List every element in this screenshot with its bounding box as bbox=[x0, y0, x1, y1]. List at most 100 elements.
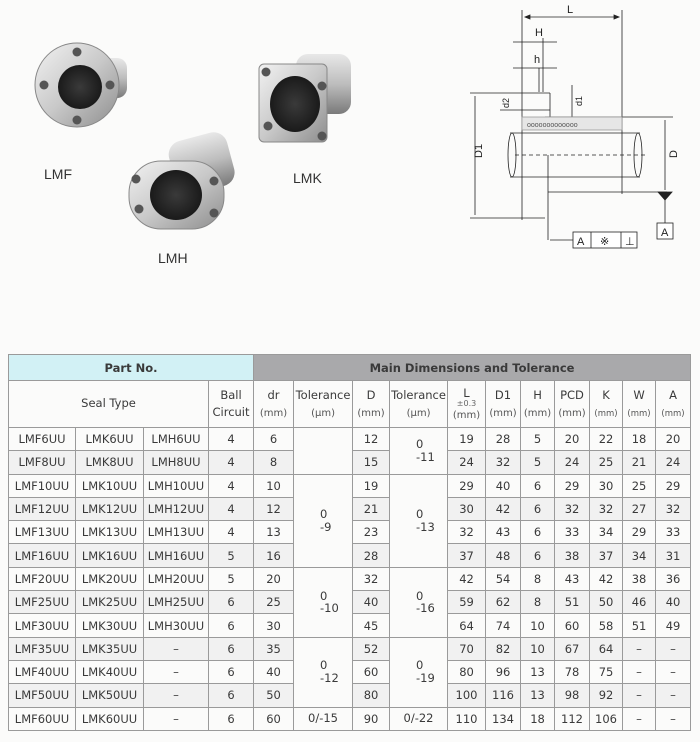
dr-cell: 8 bbox=[253, 450, 295, 475]
A-cell: – bbox=[655, 683, 692, 708]
D-cell: 15 bbox=[352, 450, 391, 475]
H-header: H(mm) bbox=[520, 380, 556, 428]
PCD-cell: 20 bbox=[554, 426, 591, 452]
D-cell: 80 bbox=[352, 683, 391, 708]
H-cell: 6 bbox=[520, 496, 556, 522]
ball-circuit-cell: 4 bbox=[207, 520, 255, 545]
A-cell: 49 bbox=[655, 613, 692, 638]
L-cell: 19 bbox=[447, 426, 487, 452]
D1-cell: 32 bbox=[485, 450, 522, 475]
K-cell: 106 bbox=[589, 706, 624, 731]
D-cell: 28 bbox=[352, 543, 391, 568]
PCD-cell: 67 bbox=[554, 636, 591, 661]
lmk-part-cell: LMK12UU bbox=[75, 496, 144, 522]
dr-cell: 25 bbox=[253, 590, 295, 615]
lmf-part-cell: LMF35UU bbox=[8, 636, 76, 661]
K-cell: 32 bbox=[589, 496, 624, 522]
A-cell: 33 bbox=[655, 520, 692, 545]
W-cell: 25 bbox=[622, 473, 657, 498]
D-tolerance-cell: 0-19 bbox=[389, 636, 449, 708]
PCD-cell: 51 bbox=[554, 590, 591, 615]
lmk-part-cell: LMK16UU bbox=[75, 543, 144, 568]
lmh-label: LMH bbox=[158, 250, 188, 266]
dimension-diagram: L H h d2 d1 ooooooooooooo D1 D A A ※ ⊥ bbox=[470, 4, 680, 249]
dr-tolerance-cell: 0/-15 bbox=[293, 706, 354, 731]
K-cell: 64 bbox=[589, 636, 624, 661]
dr-tolerance-header: Tolerance(μm) bbox=[293, 380, 354, 428]
lmk-part-cell: LMK60UU bbox=[75, 706, 144, 731]
lmk-part-cell: LMK40UU bbox=[75, 659, 144, 685]
dr-cell: 30 bbox=[253, 613, 295, 638]
W-cell: 18 bbox=[622, 426, 657, 452]
lmf-part-cell: LMF16UU bbox=[8, 543, 76, 568]
A-cell: 24 bbox=[655, 450, 692, 475]
D-cell: 60 bbox=[352, 659, 391, 685]
ball-circuit-cell: 5 bbox=[207, 543, 255, 568]
lmh-bearing-image bbox=[128, 132, 235, 230]
D-header: D(mm) bbox=[352, 380, 391, 428]
D-cell: 23 bbox=[352, 520, 391, 545]
K-cell: 22 bbox=[589, 426, 624, 452]
lmk-part-cell: LMK6UU bbox=[75, 426, 144, 452]
lmh-part-cell: – bbox=[143, 706, 209, 731]
L-cell: 59 bbox=[447, 590, 487, 615]
dr-header: dr(mm) bbox=[253, 380, 295, 428]
K-cell: 42 bbox=[589, 566, 624, 592]
lmh-part-cell: – bbox=[143, 659, 209, 685]
L-cell: 29 bbox=[447, 473, 487, 498]
dr-cell: 50 bbox=[253, 683, 295, 708]
K-header: K(mm) bbox=[589, 380, 624, 428]
PCD-cell: 78 bbox=[554, 659, 591, 685]
ball-circuit-cell: 6 bbox=[207, 659, 255, 685]
W-header: W(mm) bbox=[622, 380, 657, 428]
svg-text:d1: d1 bbox=[574, 96, 584, 106]
ball-circuit-cell: 6 bbox=[207, 683, 255, 708]
W-cell: 34 bbox=[622, 543, 657, 568]
L-cell: 30 bbox=[447, 496, 487, 522]
part-no-header: Part No. bbox=[7, 354, 255, 381]
D1-cell: 62 bbox=[485, 590, 522, 615]
svg-text:L: L bbox=[567, 4, 573, 16]
L-cell: 110 bbox=[447, 706, 487, 731]
H-cell: 5 bbox=[520, 450, 556, 475]
D1-cell: 74 bbox=[485, 613, 522, 638]
A-cell: 29 bbox=[655, 473, 692, 498]
ball-circuit-cell: 4 bbox=[207, 496, 255, 522]
D-cell: 40 bbox=[352, 590, 391, 615]
lmk-label: LMK bbox=[293, 170, 322, 186]
svg-text:※: ※ bbox=[600, 236, 609, 248]
lmf-part-cell: LMF25UU bbox=[8, 590, 76, 615]
W-cell: – bbox=[622, 683, 657, 708]
lmh-part-cell: LMH12UU bbox=[143, 496, 209, 522]
PCD-cell: 43 bbox=[554, 566, 591, 592]
A-cell: 32 bbox=[655, 496, 692, 522]
L-cell: 70 bbox=[447, 636, 487, 661]
L-cell: 24 bbox=[447, 450, 487, 475]
L-cell: 32 bbox=[447, 520, 487, 545]
H-cell: 18 bbox=[520, 706, 556, 731]
lmh-part-cell: LMH13UU bbox=[143, 520, 209, 545]
ball-circuit-cell: 6 bbox=[207, 706, 255, 731]
dr-cell: 40 bbox=[253, 659, 295, 685]
H-cell: 10 bbox=[520, 636, 556, 661]
D1-cell: 116 bbox=[485, 683, 522, 708]
svg-text:A: A bbox=[577, 236, 585, 248]
D-cell: 19 bbox=[352, 473, 391, 498]
H-cell: 10 bbox=[520, 613, 556, 638]
lmk-part-cell: LMK30UU bbox=[75, 613, 144, 638]
D1-header: D1(mm) bbox=[485, 380, 522, 428]
ball-circuit-cell: 6 bbox=[207, 613, 255, 638]
W-cell: 51 bbox=[622, 613, 657, 638]
PCD-header: PCD(mm) bbox=[554, 380, 591, 428]
PCD-cell: 32 bbox=[554, 496, 591, 522]
PCD-cell: 38 bbox=[554, 543, 591, 568]
lmf-part-cell: LMF8UU bbox=[8, 450, 76, 475]
K-cell: 30 bbox=[589, 473, 624, 498]
D-tolerance-cell: 0-16 bbox=[389, 566, 449, 638]
